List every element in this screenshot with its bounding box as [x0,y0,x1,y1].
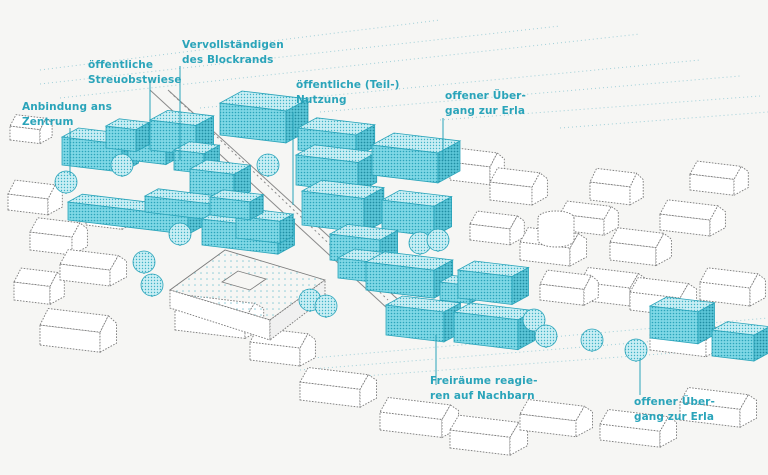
new-buildings [60,90,768,362]
new-building [710,321,768,362]
leader-lines [69,66,641,395]
annotation-teilnutzung: öffentliche (Teil-)Nutzung [296,79,400,106]
existing-house [589,167,644,206]
existing-house [659,199,726,237]
annotation-erla-bottom: offener Über-gang zur Erla [634,396,715,423]
existing-buildings [7,114,766,456]
new-building [370,132,462,184]
annotation-freiraeume: Freiräume reagie-ren auf Nachbarn [430,375,538,402]
existing-house [699,267,766,307]
new-building [648,296,716,345]
existing-house [7,179,63,216]
tree [54,170,78,194]
new-building [208,189,265,221]
existing-house [59,249,127,287]
tree [522,308,546,332]
new-building [452,302,536,351]
tree [110,153,134,177]
existing-house [599,409,677,448]
tree [140,273,164,297]
tree [132,250,156,274]
tree [314,294,338,318]
new-building [218,90,310,144]
existing-house [249,327,316,367]
existing-house [9,114,53,145]
tree [168,222,192,246]
existing-house [679,387,757,428]
tree [580,328,604,352]
existing-house [519,399,593,438]
new-building [456,260,530,306]
tree [426,228,450,252]
existing-house [13,267,65,306]
new-building [300,179,386,234]
existing-house [539,269,599,307]
new-building [104,118,151,153]
existing-house [29,217,88,256]
tree [534,324,558,348]
existing-house [469,210,525,246]
new-building [384,295,462,343]
tree [624,338,648,362]
trees [54,153,648,362]
existing-house [609,227,672,267]
annotation-erla-top: offener Über-gang zur Erla [445,90,526,117]
new-building [380,189,453,237]
existing-house [449,414,529,456]
tree [256,153,280,177]
existing-house [689,160,749,197]
existing-house [489,167,548,206]
silo-body [537,218,575,248]
existing-house [299,367,377,408]
field-dots [39,19,768,381]
existing-house [39,308,117,353]
